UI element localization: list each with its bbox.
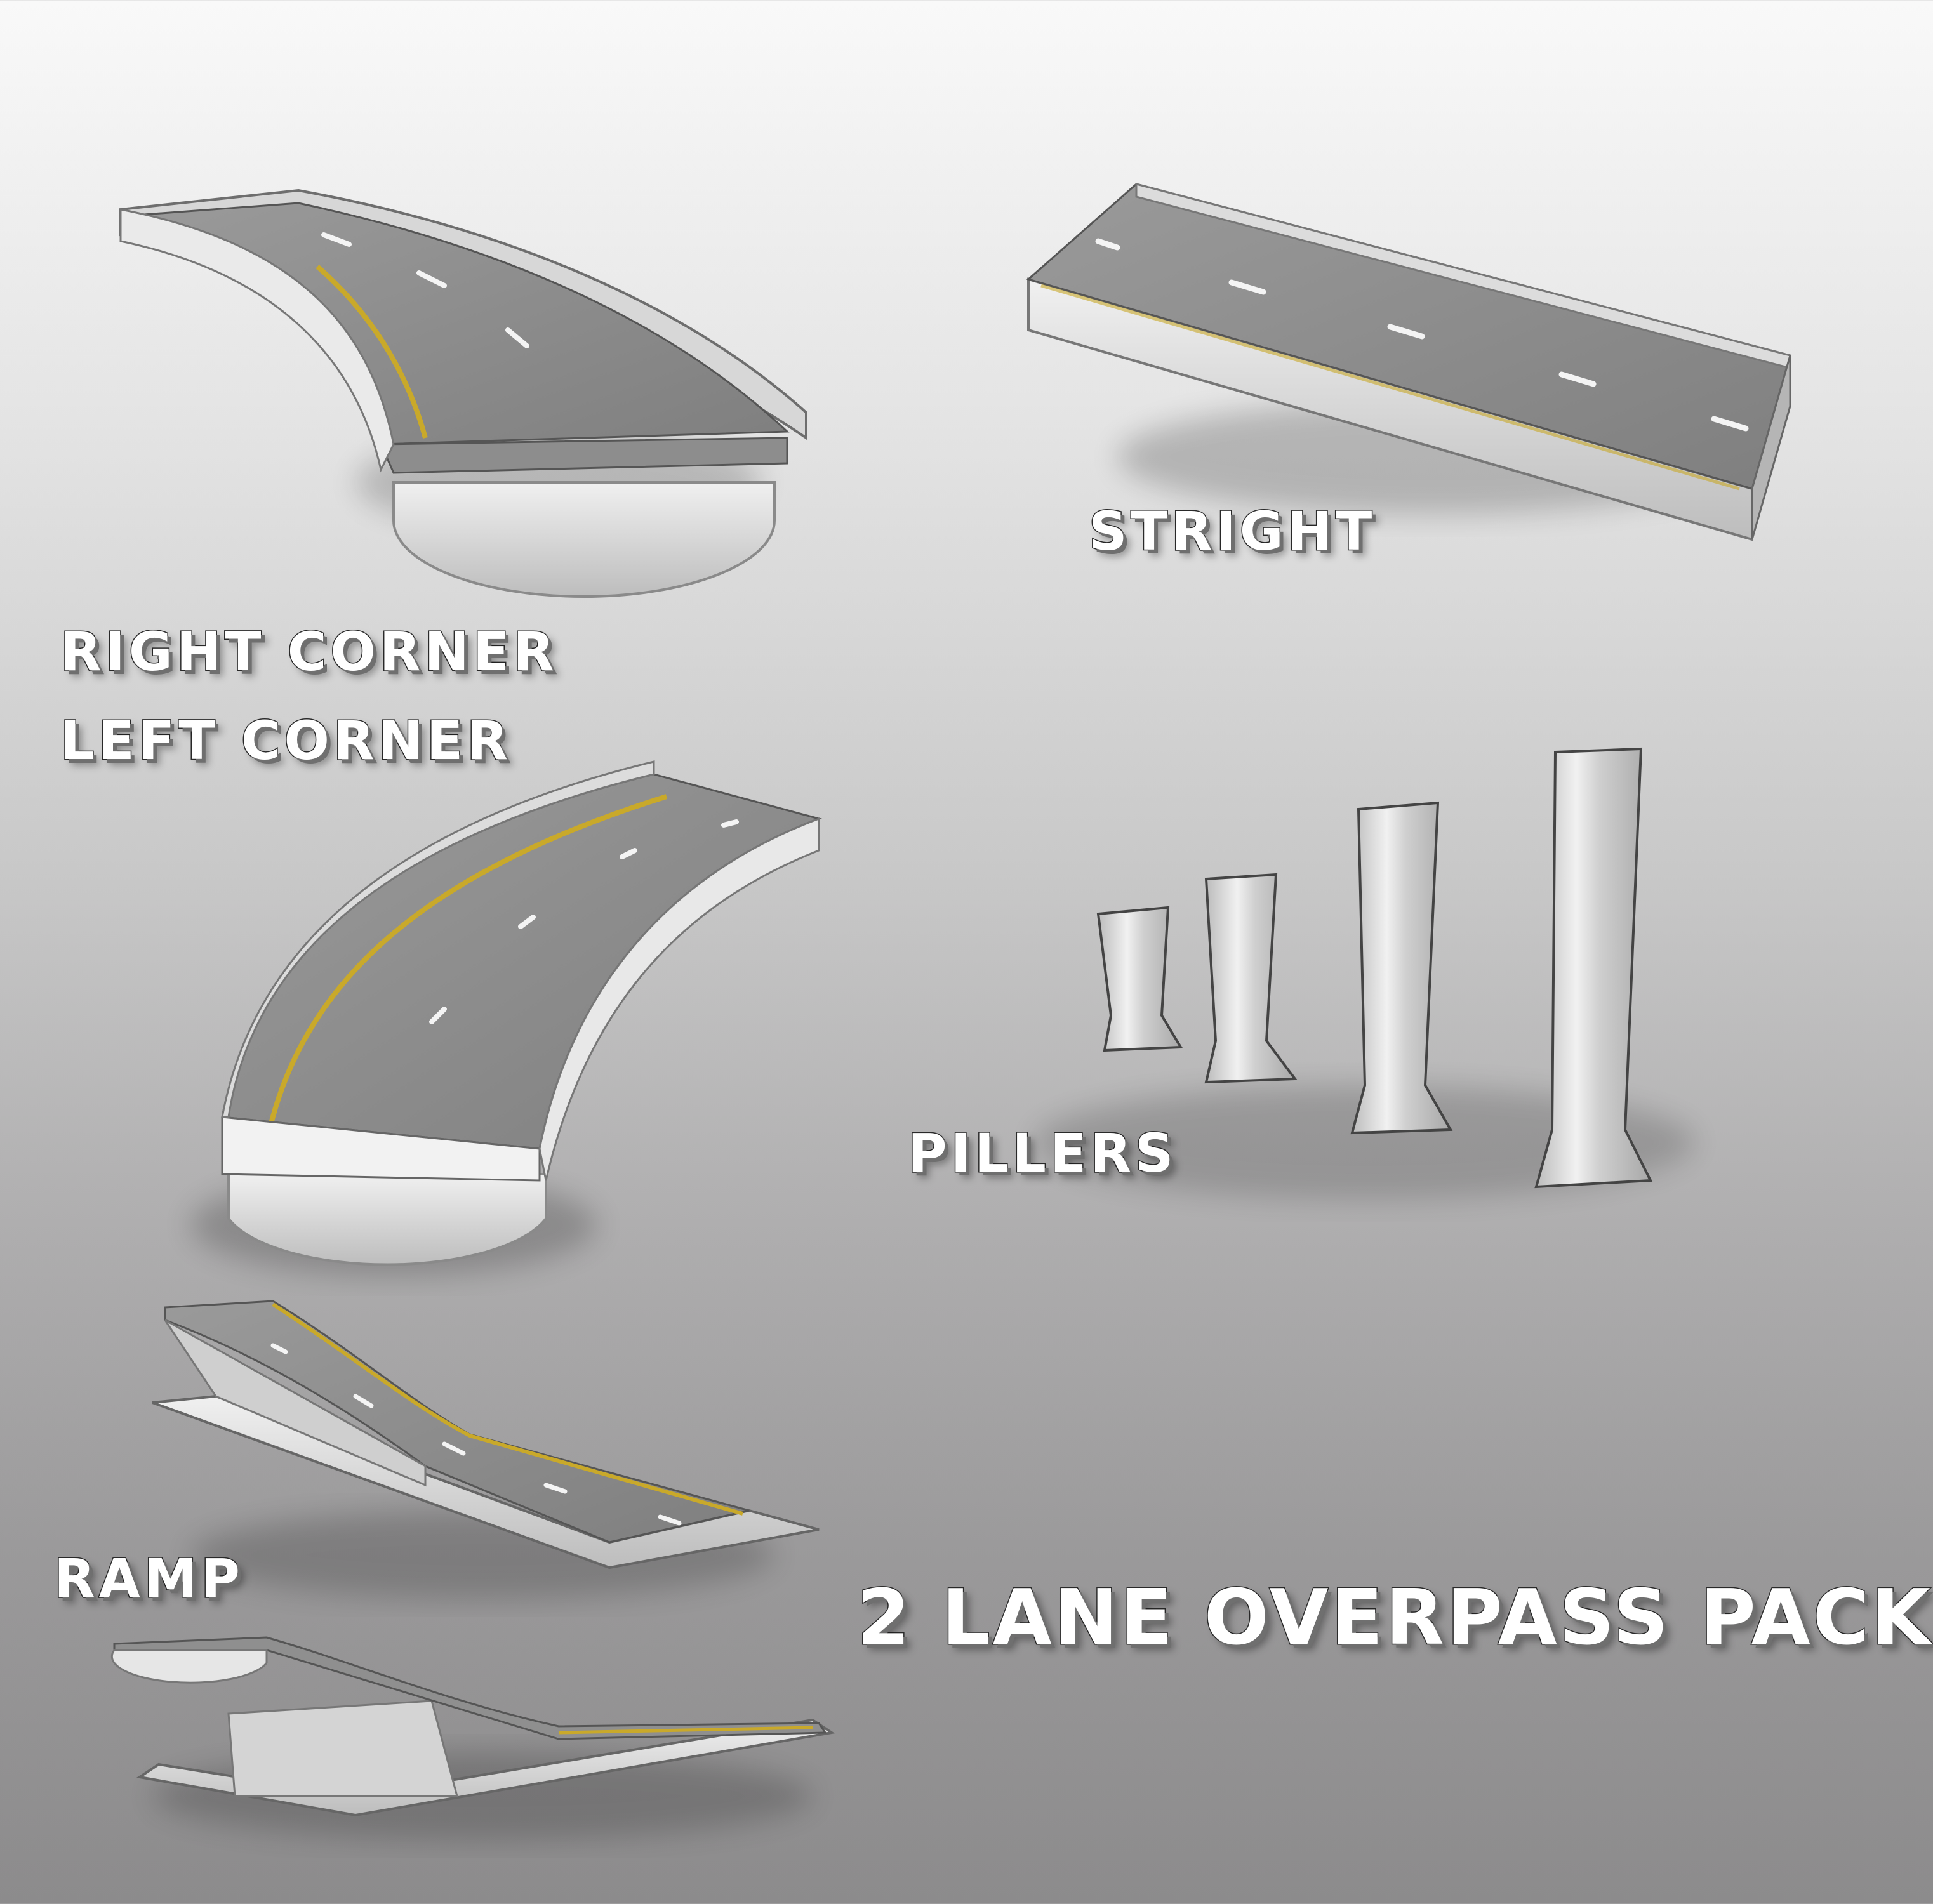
pillar-tall xyxy=(1534,747,1653,1189)
left-corner-piece xyxy=(190,760,822,1276)
pillar-large xyxy=(1350,801,1453,1135)
right-corner-piece xyxy=(119,188,807,598)
pillar-small xyxy=(1096,906,1183,1052)
straight-piece xyxy=(1026,183,1791,541)
ramp-label: RAMP xyxy=(53,1547,244,1610)
pillars-label: PILLERS xyxy=(907,1122,1178,1184)
ramp-piece xyxy=(152,1300,820,1599)
pillar-pieces xyxy=(1035,747,1695,1200)
straight-label: STRIGHT xyxy=(1087,500,1376,562)
pack-title: 2 LANE OVERPASS PACK xyxy=(856,1574,1933,1662)
right-corner-label: RIGHT CORNER xyxy=(60,621,558,683)
ramp-underside-piece xyxy=(110,1636,835,1841)
left-corner-label: LEFT CORNER xyxy=(60,710,512,772)
pillar-medium xyxy=(1204,873,1298,1084)
